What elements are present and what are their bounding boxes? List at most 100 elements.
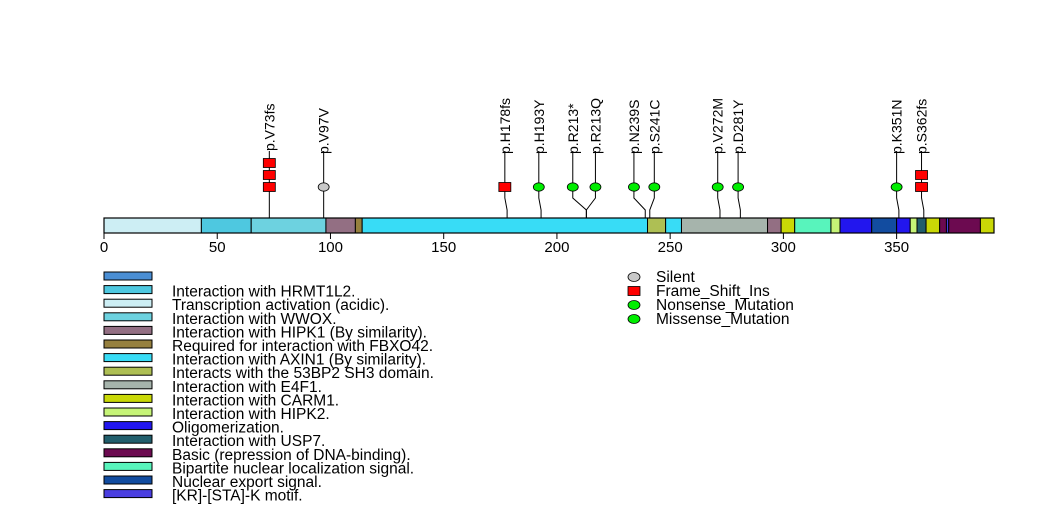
mutation-type-legend: SilentFrame_Shift_InsNonsense_MutationMi… [627,269,794,328]
domain-bar-outline [103,217,995,234]
domain-segment [979,217,995,234]
domain-legend-swatch [103,489,153,499]
mutation-legend-label: Missense_Mutation [656,311,790,328]
domain-legend-swatch [103,434,153,444]
domain-legend-swatch [103,380,153,390]
frameshift-marker [498,182,512,192]
domain-legend-swatch [103,312,153,322]
missense-marker [589,182,602,192]
domain-segment [794,217,832,234]
domain-legend-swatch [103,475,153,485]
nonsense-mutation-legend-icon [627,300,641,310]
x-tick-label: 100 [318,239,343,256]
mutation-label: p.S362fs [914,99,930,154]
domain-legend-swatch [103,325,153,335]
silent-legend-icon [627,272,641,282]
domain-legend-label: Required for interaction with FBXO42. [172,338,433,355]
domain-legend-label: Interaction with HIPK2. [172,406,330,423]
x-tick-label: 150 [431,239,456,256]
domain-segment [200,217,252,234]
domain-segment [916,217,927,234]
missense-mutation-legend-icon [627,314,641,324]
domain-legend-swatch [103,285,153,295]
domain-legend-label: Oligomerization. [172,420,284,437]
domain-legend-swatch [103,339,153,349]
silent-marker [317,182,330,192]
domain-legend-swatch [103,421,153,431]
domain-segment [250,217,327,234]
missense-marker [628,182,640,192]
mutation-label: p.N239S [626,100,642,154]
missense-marker [732,182,744,192]
x-tick-label: 300 [771,239,796,256]
domain-legend-label: Interaction with HRMT1L2. [172,284,356,301]
domain-legend-label: Interaction with HIPK1 (By similarity). [172,324,427,341]
domain-segment [830,217,841,234]
domain-legend: Interaction with HRMT1L2.Transcription a… [103,271,434,505]
protein-domain-bar [103,217,995,234]
domain-legend-swatch [103,366,153,376]
domain-legend-label: Nuclear export signal. [172,474,322,491]
mutation-labels: p.V73fs p.V97V p.H178fs p.H193Y p.R213* p.R21… [261,98,929,154]
missense-marker [890,182,903,192]
mutation-label: p.R213Q [587,98,603,154]
domain-segment [767,217,782,234]
x-tick-label: 200 [544,239,569,256]
domain-segment [665,217,682,234]
domain-legend-label: Interaction with AXIN1 (By similarity). [172,352,426,369]
domain-segment [948,217,981,234]
x-tick-label: 0 [100,239,108,256]
domain-segment [325,217,356,234]
missense-marker [648,182,661,192]
mutation-label: p.H178fs [497,98,513,154]
domain-legend-swatch [103,461,153,471]
mutation-label: p.K351N [889,100,905,154]
mutation-label: p.V73fs [261,104,277,151]
mutation-label: p.R213* [565,103,581,154]
frameshift-marker [915,182,928,192]
domain-legend-swatch [103,407,153,417]
domain-segment [361,217,649,234]
x-tick-label: 50 [209,239,226,256]
mutation-markers [262,158,928,192]
domain-legend-label: Transcription activation (acidic). [172,297,389,314]
domain-segment [871,217,898,234]
x-tick-label: 350 [884,239,909,256]
domain-segment [780,217,796,234]
domain-legend-swatch [103,448,153,458]
mutation-label: p.H193Y [531,99,547,154]
mutation-label: p.V97V [316,107,332,154]
missense-marker [532,182,545,192]
domain-legend-swatch [103,298,153,308]
domain-segment [939,217,947,234]
mutation-legend-label: Nonsense_Mutation [656,297,794,314]
frameshift-legend-icon [627,286,641,296]
x-tick-label: 250 [658,239,683,256]
mutation-label: p.S241C [646,100,662,154]
domain-segment [896,217,911,234]
domain-legend-label: Basic (repression of DNA-binding). [172,447,411,464]
mutation-legend-label: Silent [656,269,695,286]
domain-legend-label: Bipartite nuclear localization signal. [172,460,414,477]
domain-segment [354,217,363,234]
domain-legend-label: Interacts with the 53BP2 SH3 domain. [172,365,434,382]
domain-legend-label: Interaction with CARM1. [172,392,339,409]
domain-segment [647,217,667,234]
domain-segment [925,217,941,234]
mutation-label: p.V272M [710,98,726,154]
domain-segment [909,217,918,234]
frameshift-marker [915,170,928,180]
domain-segment [839,217,873,234]
domain-legend-swatch [103,393,153,403]
domain-legend-swatch [103,353,153,363]
x-axis: 0 50 100 150 200 250 300 350 [100,233,909,256]
frameshift-marker [262,182,276,192]
nonsense-marker [566,182,579,192]
frameshift-marker [262,158,276,168]
domain-legend-swatch [103,271,153,281]
domain-legend-label: Interaction with WWOX. [172,311,337,328]
mutation-legend-label: Frame_Shift_Ins [656,283,770,300]
domain-legend-label: [KR]-[STA]-K motif. [172,488,303,505]
domain-segment [103,217,202,234]
